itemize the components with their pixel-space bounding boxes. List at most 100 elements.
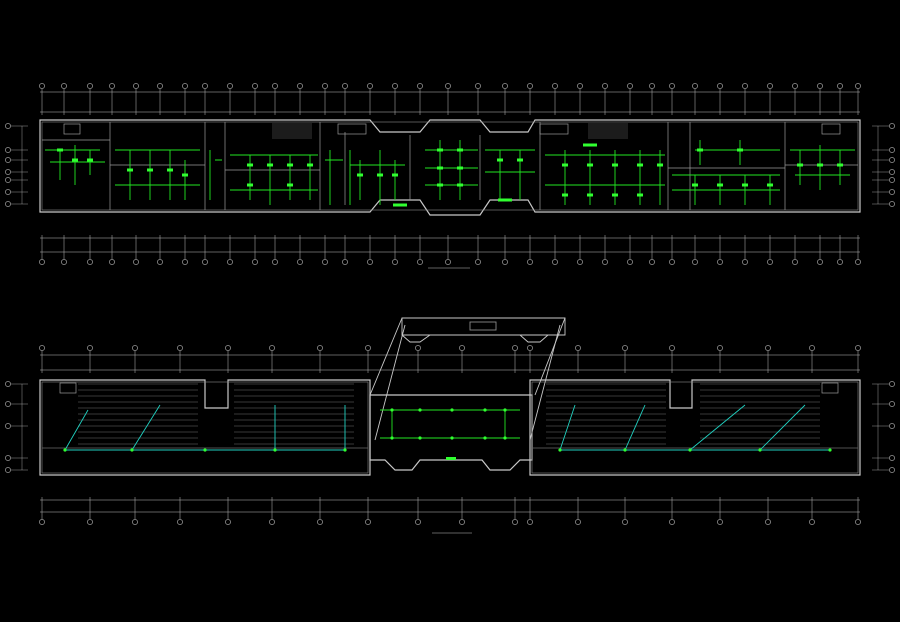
- axis-bubble: [717, 83, 723, 89]
- axis-bubble: [889, 123, 895, 129]
- axis-bubble: [182, 259, 188, 265]
- upper-bottom-dimension-lines: [40, 237, 860, 253]
- axis-bubble: [5, 169, 11, 175]
- axis-bubble: [889, 467, 895, 473]
- upper-light-fixtures: [57, 143, 843, 207]
- axis-bubble: [765, 345, 771, 351]
- axis-bubble: [717, 345, 723, 351]
- light-fixture: [357, 173, 363, 177]
- axis-bubble: [272, 259, 278, 265]
- lower-building-outline: [39, 379, 861, 476]
- axis-bubble: [527, 519, 533, 525]
- axis-bubble: [317, 345, 323, 351]
- axis-bubble: [809, 345, 815, 351]
- light-fixture: [343, 448, 347, 452]
- axis-bubble: [227, 83, 233, 89]
- panel-board: [446, 457, 456, 460]
- axis-bubble: [809, 519, 815, 525]
- light-fixture: [837, 163, 843, 167]
- axis-bubble: [202, 259, 208, 265]
- circuit-wire: [209, 150, 222, 200]
- light-fixture: [457, 166, 463, 170]
- light-fixture: [457, 148, 463, 152]
- axis-bubble: [889, 147, 895, 153]
- light-fixture: [717, 183, 723, 187]
- axis-bubble: [61, 259, 67, 265]
- axis-bubble: [855, 83, 861, 89]
- axis-bubble: [527, 259, 533, 265]
- circuit-wire: [64, 409, 89, 451]
- axis-bubble: [342, 259, 348, 265]
- light-fixture: [72, 158, 78, 162]
- axis-bubble: [227, 259, 233, 265]
- axis-bubble: [602, 259, 608, 265]
- axis-bubble: [889, 423, 895, 429]
- light-fixture: [497, 158, 503, 162]
- axis-bubble: [367, 83, 373, 89]
- axis-bubble: [109, 259, 115, 265]
- lower-light-fixtures: [63, 408, 832, 460]
- axis-bubble: [889, 157, 895, 163]
- circuit-wire: [695, 140, 780, 165]
- light-fixture: [437, 148, 443, 152]
- axis-bubble: [5, 455, 11, 461]
- lower-top-dimension-lines: [40, 354, 860, 371]
- axis-bubble: [459, 345, 465, 351]
- light-fixture: [657, 163, 663, 167]
- light-fixture: [87, 158, 93, 162]
- lower-bottom-dimension-lines: [40, 499, 860, 513]
- axis-bubble: [855, 519, 861, 525]
- axis-bubble: [669, 259, 675, 265]
- axis-bubble: [5, 423, 11, 429]
- upper-top-dimension-lines: [40, 91, 860, 113]
- axis-bubble: [575, 345, 581, 351]
- circuit-wire: [485, 149, 535, 200]
- axis-bubble: [855, 259, 861, 265]
- axis-bubble: [157, 83, 163, 89]
- axis-bubble: [297, 83, 303, 89]
- axis-bubble: [417, 259, 423, 265]
- axis-bubble: [889, 169, 895, 175]
- light-fixture: [828, 448, 832, 452]
- light-fixture: [127, 168, 133, 172]
- axis-bubble: [133, 259, 139, 265]
- axis-bubble: [889, 381, 895, 387]
- axis-bubble: [182, 83, 188, 89]
- axis-bubble: [177, 345, 183, 351]
- axis-bubble: [765, 519, 771, 525]
- axis-bubble: [322, 83, 328, 89]
- axis-bubble: [475, 83, 481, 89]
- axis-bubble: [577, 83, 583, 89]
- axis-bubble: [817, 259, 823, 265]
- light-fixture: [558, 448, 562, 452]
- light-fixture: [758, 448, 762, 452]
- axis-bubble: [622, 345, 628, 351]
- upper-lighting-circuits: [45, 140, 855, 205]
- axis-bubble: [225, 345, 231, 351]
- axis-bubble: [5, 157, 11, 163]
- light-fixture: [692, 183, 698, 187]
- axis-bubble: [717, 259, 723, 265]
- axis-bubble: [272, 83, 278, 89]
- light-fixture: [418, 408, 422, 412]
- circuit-wire: [672, 174, 780, 205]
- axis-bubble: [392, 259, 398, 265]
- axis-bubble: [792, 259, 798, 265]
- lower-top-axis-bubbles: [39, 345, 861, 373]
- circuit-wire: [325, 150, 343, 205]
- light-fixture: [483, 436, 487, 440]
- axis-bubble: [502, 83, 508, 89]
- axis-bubble: [322, 259, 328, 265]
- axis-bubble: [649, 83, 655, 89]
- light-fixture: [503, 408, 507, 412]
- axis-bubble: [889, 189, 895, 195]
- light-fixture: [742, 183, 748, 187]
- axis-bubble: [269, 519, 275, 525]
- light-fixture: [767, 183, 773, 187]
- circuit-wire: [349, 150, 405, 205]
- circuit-wire: [425, 140, 478, 200]
- axis-bubble: [39, 83, 45, 89]
- axis-bubble: [5, 201, 11, 207]
- axis-bubble: [5, 177, 11, 183]
- axis-bubble: [669, 345, 675, 351]
